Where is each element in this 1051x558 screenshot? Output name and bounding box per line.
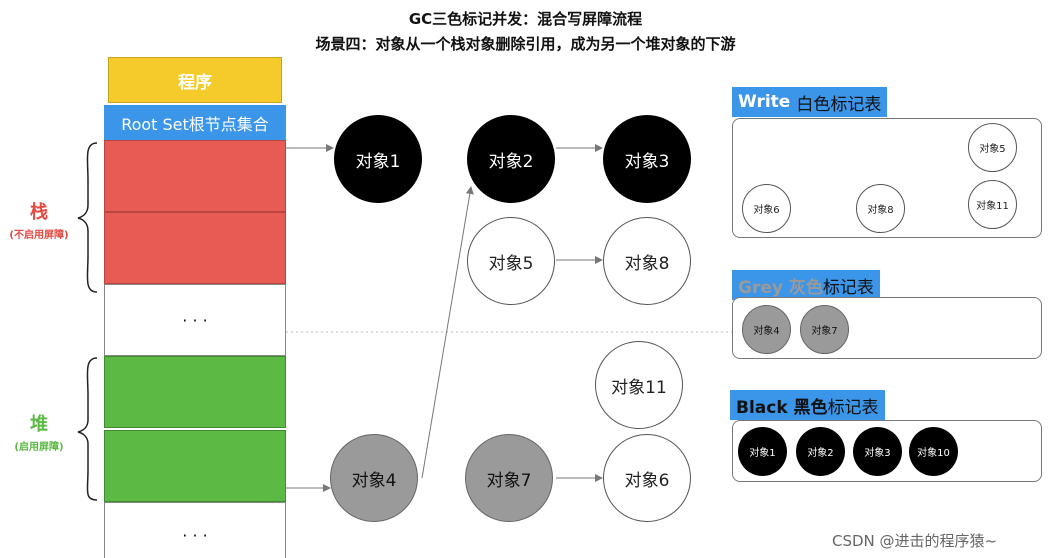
stack-slot-ellipsis: · · · <box>104 284 286 356</box>
object-3: 对象3 <box>603 115 691 203</box>
stack-label-sub: (不启用屏障) <box>9 230 69 241</box>
heap-slot-2 <box>104 430 286 502</box>
diagram-subtitle: 场景四：对象从一个栈对象删除引用，成为另一个堆对象的下游 <box>315 35 736 53</box>
object-6: 对象6 <box>603 434 691 522</box>
root-set-box: Root Set根节点集合 <box>104 105 286 140</box>
ellipsis-text: · · · <box>182 310 208 330</box>
diagram-title: GC三色标记并发：混合写屏障流程 <box>408 10 643 28</box>
grey-title-en: Grey 灰色 <box>738 277 823 298</box>
write-object-6: 对象6 <box>742 184 791 233</box>
watermark: CSDN @进击的程序猿~ <box>832 532 998 550</box>
stack-label: 栈 (不启用屏障) <box>2 198 76 241</box>
object-11: 对象11 <box>595 341 683 429</box>
grey-object-7: 对象7 <box>800 305 849 354</box>
black-title-en: Black 黑色 <box>736 397 828 418</box>
object-2: 对象2 <box>467 115 555 203</box>
program-label: 程序 <box>178 72 212 93</box>
object-7: 对象7 <box>465 434 553 522</box>
write-table-title: Write 白色标记表 <box>732 87 888 117</box>
write-object-5: 对象5 <box>968 123 1017 172</box>
heap-label: 堆 (启用屏障) <box>2 410 76 453</box>
root-set-label: Root Set根节点集合 <box>121 114 269 134</box>
grey-table-title: Grey 灰色 标记表 <box>732 270 880 300</box>
heap-label-main: 堆 <box>30 414 48 435</box>
heap-brace <box>77 357 98 501</box>
object-4: 对象4 <box>330 434 418 522</box>
black-object-10: 对象10 <box>909 427 958 476</box>
ellipsis-text: · · · <box>182 526 208 545</box>
stack-brace <box>77 142 98 293</box>
black-title-cn: 标记表 <box>827 397 879 418</box>
object-5: 对象5 <box>467 217 555 305</box>
object-1: 对象1 <box>334 115 422 203</box>
grey-object-4: 对象4 <box>742 305 791 354</box>
object-8: 对象8 <box>603 217 691 305</box>
heap-slot-ellipsis: · · · <box>104 502 286 558</box>
write-title-en: Write <box>738 92 791 112</box>
stack-slot-2 <box>104 212 286 284</box>
stack-label-main: 栈 <box>30 202 48 223</box>
black-object-3: 对象3 <box>853 427 902 476</box>
black-object-2: 对象2 <box>796 427 845 476</box>
heap-slot-1 <box>104 356 286 428</box>
write-title-cn: 白色标记表 <box>796 94 882 115</box>
program-box: 程序 <box>108 57 282 103</box>
write-object-8: 对象8 <box>856 184 905 233</box>
heap-label-sub: (启用屏障) <box>14 442 64 453</box>
grey-title-cn: 标记表 <box>822 277 874 298</box>
black-object-1: 对象1 <box>738 427 787 476</box>
stack-slot-1 <box>104 140 286 212</box>
black-table-title: Black 黑色 标记表 <box>730 390 885 420</box>
arrow-obj4-obj2 <box>421 186 474 479</box>
write-object-11: 对象11 <box>968 180 1017 229</box>
